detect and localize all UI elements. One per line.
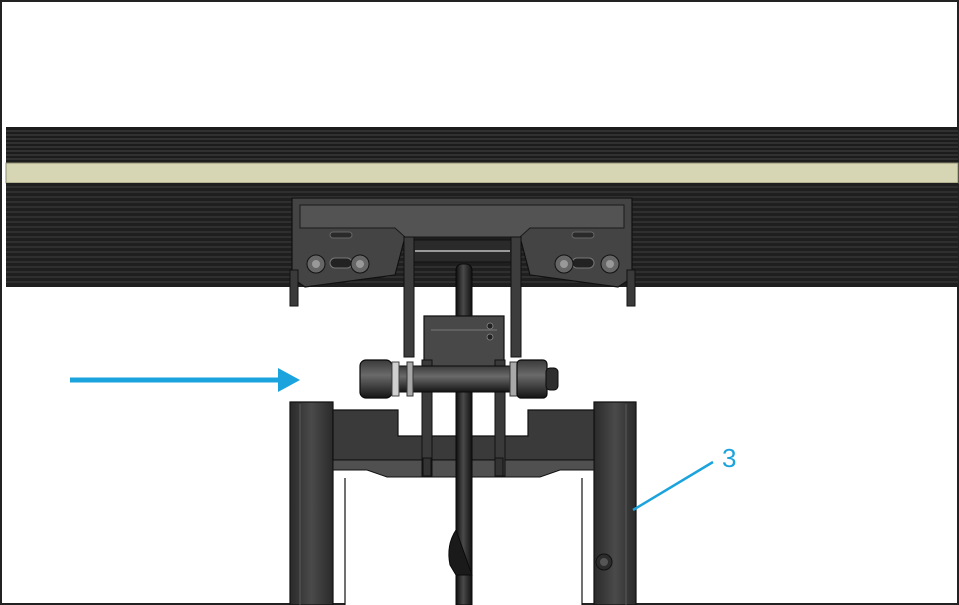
washer-right [509, 361, 518, 397]
horizontal-rail [5, 127, 959, 287]
washer-left-2 [406, 361, 414, 397]
pin-end [545, 367, 559, 391]
rail-upper-section [6, 127, 958, 164]
rail-tan-band [5, 162, 959, 184]
guide-tabs [422, 457, 504, 477]
pin-head [359, 359, 393, 399]
right-hanger-arm [510, 236, 522, 358]
bolt-left-1 [306, 254, 326, 274]
nut-right [516, 359, 548, 399]
callout-label: 3 [722, 443, 736, 473]
clevis-hole-1 [486, 322, 494, 330]
bracket-left-tab [289, 269, 299, 307]
bolt-right-1 [554, 254, 574, 274]
guide-tab-left [422, 457, 432, 477]
left-slot [329, 257, 353, 269]
bracket-right-tab [626, 269, 636, 307]
washer-left [391, 361, 400, 397]
frame-left-post [289, 401, 334, 605]
pin-shaft [379, 365, 531, 393]
callout-3: 3 [632, 443, 736, 512]
rod-upper [455, 263, 473, 325]
bolt-left-2 [350, 254, 370, 274]
guide-tab-right [494, 457, 504, 477]
clevis-hole-2 [486, 333, 494, 341]
mounting-bracket [289, 197, 636, 307]
left-slot-upper [329, 231, 353, 239]
left-hanger-arm [403, 236, 415, 358]
rod-bend [448, 528, 473, 576]
frame-right-post [593, 401, 637, 605]
clevis-arms [403, 236, 522, 358]
right-slot [571, 257, 595, 269]
pin-assembly [359, 359, 559, 399]
arrow-right-icon [70, 368, 300, 392]
rail-upper-grooves [6, 130, 958, 160]
center-rod [448, 263, 473, 605]
leader-line [632, 460, 714, 512]
right-slot-upper [571, 231, 595, 239]
bolt-right-2 [600, 254, 620, 274]
frame-bolt [595, 553, 613, 571]
clevis-block [421, 315, 506, 477]
